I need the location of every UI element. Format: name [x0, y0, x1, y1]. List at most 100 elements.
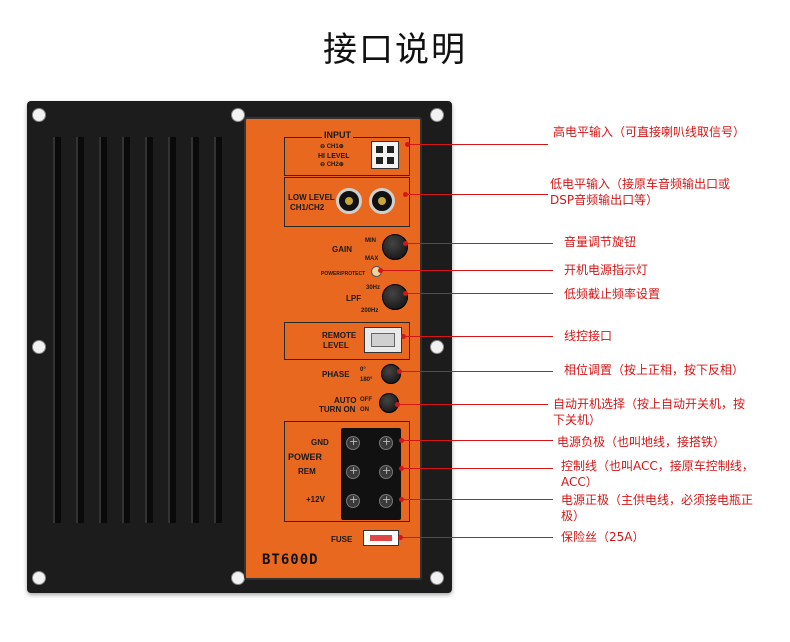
gain-label: GAIN — [332, 245, 352, 254]
terminal-screw-rem-2[interactable] — [379, 464, 393, 479]
remote-jack[interactable] — [364, 327, 402, 353]
lowlevel-section-box — [284, 177, 410, 227]
leader-line — [401, 440, 553, 441]
annotation-lpf: 低频截止频率设置 — [564, 287, 661, 301]
annotation-hi-level-input: 高电平输入（可直接喇叭线取信号） — [553, 125, 746, 139]
terminal-screw-12v-1[interactable] — [346, 493, 360, 508]
power-terminal-block — [341, 428, 401, 520]
fuse-label: FUSE — [331, 535, 353, 544]
mounting-hole — [430, 571, 444, 585]
brand-logo: BT600D — [262, 552, 319, 568]
annotation-gnd: 电源负极（也叫地线，接搭铁） — [557, 435, 726, 449]
terminal-screw-rem-1[interactable] — [346, 464, 360, 479]
annotation-line: 低电平输入（接原车音频输出口或 — [550, 177, 731, 191]
heatsink-fin — [99, 137, 107, 523]
leader-line — [380, 270, 553, 271]
auto-off-label: OFF — [360, 397, 372, 403]
terminal-screw-12v-2[interactable] — [379, 493, 393, 508]
mounting-hole — [231, 571, 245, 585]
mounting-hole — [430, 340, 444, 354]
annotation-rem: 控制线（也叫ACC，接原车控制线， ACC） — [561, 458, 754, 490]
v12-label: +12V — [306, 495, 325, 504]
connector-pin — [387, 146, 394, 153]
heatsink-fin — [145, 137, 153, 523]
annotation-line: DSP音频输出口等） — [550, 193, 659, 207]
annotation-fuse: 保险丝（25A） — [561, 530, 645, 544]
leader-line — [401, 468, 553, 469]
gain-min-label: MIN — [365, 238, 376, 244]
annotation-12v: 电源正极（主供电线，必须接电瓶正 极） — [561, 492, 753, 524]
turn-on-label: TURN ON — [319, 405, 356, 414]
input-label: INPUT — [322, 130, 353, 140]
auto-on-label: ON — [360, 407, 369, 413]
auto-label: AUTO — [334, 396, 357, 405]
remote-jack-port — [371, 333, 395, 347]
leader-line — [405, 243, 553, 244]
heatsink-fin — [191, 137, 199, 523]
heatsink-fin — [214, 137, 222, 523]
annotation-line: 极） — [561, 509, 586, 523]
mounting-hole — [231, 108, 245, 122]
power-protect-label: POWER/PROTECT — [321, 271, 366, 277]
connector-pin — [376, 157, 383, 164]
leader-line — [399, 371, 553, 372]
leader-line — [405, 194, 548, 195]
ch2-label: ⊖ CH2⊕ — [320, 162, 344, 168]
mounting-hole — [32, 340, 46, 354]
lpf-knob[interactable] — [382, 284, 408, 310]
annotation-low-level-input: 低电平输入（接原车音频输出口或 DSP音频输出口等） — [550, 176, 730, 208]
leader-line — [401, 499, 553, 500]
heatsink-fin — [122, 137, 130, 523]
annotation-line: 下关机） — [553, 413, 602, 427]
rca-jack-ch1[interactable] — [336, 188, 362, 214]
annotation-phase: 相位调置（按上正相，按下反相） — [564, 363, 745, 377]
connector-pin — [387, 157, 394, 164]
lowlevel-channels-label: CH1/CH2 — [290, 203, 325, 212]
hilevel-label: HI LEVEL — [318, 153, 350, 160]
rca-jack-ch2[interactable] — [369, 188, 395, 214]
phase-180-label: 180° — [360, 377, 373, 383]
leader-line — [400, 537, 553, 538]
annotation-line: 自动开机选择（按上自动开关机，按 — [553, 397, 746, 411]
page-title: 接口说明 — [323, 30, 467, 70]
mounting-hole — [430, 108, 444, 122]
phase-label: PHASE — [322, 370, 350, 379]
fuse[interactable] — [363, 530, 399, 546]
leader-line — [407, 144, 548, 145]
lpf-200hz-label: 200Hz — [361, 308, 379, 314]
gain-knob[interactable] — [382, 234, 408, 260]
heatsink-fin — [76, 137, 84, 523]
annotation-line: 控制线（也叫ACC，接原车控制线， — [561, 459, 754, 473]
annotation-auto-turnon: 自动开机选择（按上自动开关机，按 下关机） — [553, 396, 745, 428]
heatsink-fin — [168, 137, 176, 523]
terminal-screw-gnd-2[interactable] — [379, 435, 393, 450]
gain-max-label: MAX — [365, 256, 379, 262]
phase-0-label: 0° — [360, 367, 366, 373]
leader-line — [397, 404, 548, 405]
remote-label: REMOTE — [322, 331, 357, 340]
heatsink-fin — [53, 137, 61, 523]
gnd-label: GND — [311, 438, 329, 447]
terminal-screw-gnd-1[interactable] — [346, 435, 360, 450]
annotation-line: 电源正极（主供电线，必须接电瓶正 — [561, 493, 754, 507]
lpf-30hz-label: 30Hz — [366, 285, 381, 291]
remote-section-box — [284, 322, 410, 360]
annotation-line: ACC） — [561, 475, 598, 489]
mounting-hole — [32, 571, 46, 585]
fuse-element — [370, 535, 392, 541]
annotation-gain-knob: 音量调节旋钮 — [564, 235, 637, 249]
heatsink-fins — [53, 137, 228, 523]
annotation-remote: 线控接口 — [564, 329, 613, 343]
power-section-box — [284, 421, 410, 522]
power-label: POWER — [288, 452, 323, 462]
ch1-label: ⊖ CH1⊕ — [320, 144, 344, 150]
hi-level-connector[interactable] — [371, 141, 399, 169]
mounting-hole — [32, 108, 46, 122]
rem-label: REM — [298, 467, 316, 476]
leader-line — [403, 336, 553, 337]
lpf-label: LPF — [346, 294, 362, 303]
connector-pin — [376, 146, 383, 153]
phase-button[interactable] — [381, 364, 401, 384]
annotation-power-led: 开机电源指示灯 — [564, 263, 649, 277]
remote-level-label: LEVEL — [323, 341, 349, 350]
